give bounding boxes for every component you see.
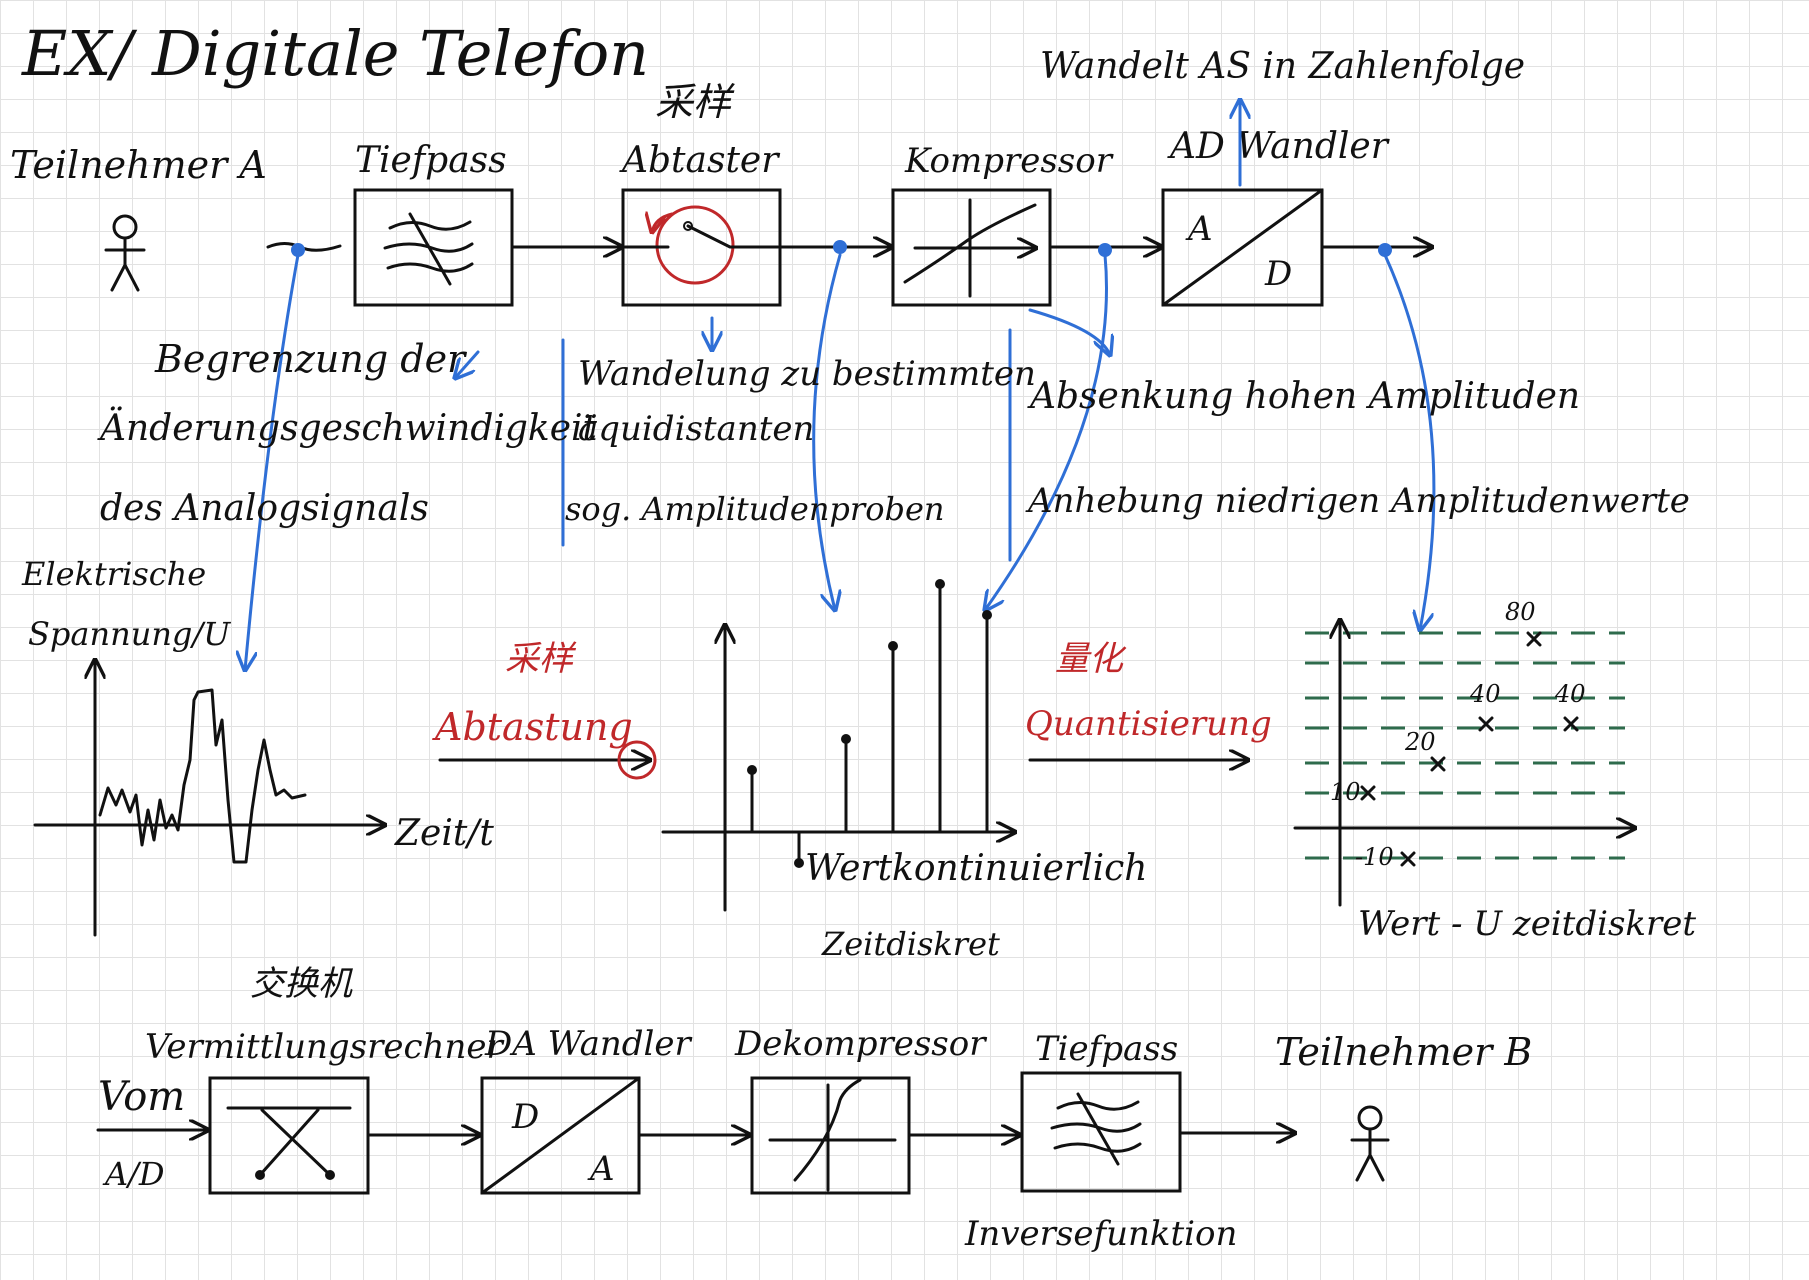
switch-block <box>208 1076 370 1195</box>
lowpass-b-label: Tiefpass <box>1035 1029 1178 1069</box>
sample-point <box>982 610 992 620</box>
person-b-icon <box>1350 1105 1390 1182</box>
subscriber-a-label: Teilnehmer A <box>10 143 267 187</box>
da-box-a: A <box>587 1149 615 1189</box>
decompressor-label: Dekompressor <box>734 1024 987 1064</box>
quant-point-marker <box>1400 851 1416 867</box>
sampler-block <box>621 188 782 307</box>
lowpass-note-line2: Änderungsgeschwindigkeit <box>97 407 598 449</box>
lowpass-note-line1: Begrenzung der <box>154 337 468 381</box>
sample-point <box>794 858 804 868</box>
signal-xlabel: Zeit/t <box>394 813 494 854</box>
quant-level-10: 10 <box>1330 778 1361 806</box>
rotation-arrow-icon <box>652 214 674 232</box>
compressor-label: Kompressor <box>904 141 1114 181</box>
lowpass-symbol-icon <box>383 212 474 286</box>
arrow-to-signal-graph <box>245 253 300 670</box>
inverse-label: Inversefunktion <box>964 1214 1237 1254</box>
decompressor-curve-icon <box>768 1078 897 1192</box>
da-converter-block: D A <box>480 1076 641 1195</box>
samples-label-2: Zeitdiskret <box>821 925 1000 963</box>
quant-level-40b: 40 <box>1554 680 1586 708</box>
compressor-curve-icon <box>903 198 1036 298</box>
sampler-note-line1: Wandelung zu bestimmten <box>578 354 1036 394</box>
ad-box-d: D <box>1264 254 1292 294</box>
quant-label: Wert - U zeitdiskret <box>1358 904 1696 944</box>
compressor-note-arrow <box>1028 308 1110 355</box>
sample-point <box>747 765 757 775</box>
sample-point <box>888 641 898 651</box>
probe-point-3 <box>1098 243 1112 257</box>
arrow-to-sample-graph-2 <box>985 253 1108 610</box>
sampler-note-line2: äquidistanten <box>578 409 814 449</box>
lowpass-block <box>353 188 514 307</box>
switch-cn-label: 交换机 <box>250 964 353 1004</box>
quant-point-marker <box>1430 756 1446 772</box>
sample-point <box>935 579 945 589</box>
probe-point-4 <box>1378 243 1392 257</box>
compressor-note-line1: Absenkung hohen Amplituden <box>1027 376 1580 417</box>
ad-box-a: A <box>1185 209 1213 249</box>
sampling-label: Abtastung <box>432 705 633 749</box>
quantization-label: Quantisierung <box>1025 704 1272 744</box>
sampler-note-line3: sog. Amplitudenproben <box>565 490 945 528</box>
decompressor-block <box>750 1076 911 1195</box>
signal-ylabel-1: Elektrische <box>21 555 206 593</box>
quant-point-marker <box>1478 716 1494 732</box>
ad-converter-block: A D <box>1161 188 1324 307</box>
lowpass-b-block <box>1020 1071 1182 1193</box>
person-a-icon <box>104 214 146 292</box>
lowpass-note-arrow <box>455 350 480 378</box>
samples-graph: Wertkontinuierlich Zeitdiskret <box>661 579 1147 963</box>
quant-point-marker <box>1563 716 1579 732</box>
quant-point-marker <box>1526 631 1542 647</box>
sampling-arrow-ring <box>617 740 657 780</box>
quant-point-marker <box>1360 785 1376 801</box>
from-label-1: Vom <box>98 1074 185 1120</box>
page-title: EX/ Digitale Telefon <box>21 17 649 90</box>
arrow-to-sample-graph <box>812 253 840 610</box>
signal-graph: Elektrische Spannung/U Zeit/t <box>21 555 494 937</box>
quant-level-20: 20 <box>1404 728 1436 756</box>
signal-ylabel-2: Spannung/U <box>28 615 231 653</box>
ad-note: Wandelt AS in Zahlenfolge <box>1040 46 1525 87</box>
quant-level-minus10: -10 <box>1355 843 1394 871</box>
compressor-block <box>891 188 1050 307</box>
sample-point <box>841 734 851 744</box>
compressor-note-line2: Anhebung niedrigen Amplitudenwerte <box>1025 481 1690 521</box>
crossbar-icon <box>226 1106 352 1177</box>
from-label-2: A/D <box>102 1155 165 1193</box>
signal-line <box>98 688 307 864</box>
subscriber-b-label: Teilnehmer B <box>1275 1030 1532 1074</box>
lowpass-label: Tiefpass <box>355 140 507 181</box>
sampling-cn-label: 采样 <box>505 639 577 679</box>
sampling-rotor-icon <box>655 205 735 285</box>
probe-point-2 <box>833 240 847 254</box>
quant-level-40a: 40 <box>1469 680 1501 708</box>
sampler-cn-label: 采样 <box>655 80 735 124</box>
lowpass-b-symbol-icon <box>1050 1092 1142 1166</box>
probe-point-1 <box>291 243 305 257</box>
quant-graph: 80 40 40 20 10 -10 Wert - U zeitdiskret <box>1293 598 1696 944</box>
da-box-d: D <box>511 1097 539 1137</box>
quantization-cn-label: 量化 <box>1055 639 1127 679</box>
arrow-to-quant-graph <box>1383 253 1436 630</box>
samples-label-1: Wertkontinuierlich <box>805 848 1147 889</box>
lowpass-note-line3: des Analogsignals <box>100 488 429 529</box>
quant-level-80: 80 <box>1505 598 1536 626</box>
switch-label: Vermittlungsrechner <box>145 1027 504 1067</box>
ad-converter-label: AD Wandler <box>1167 126 1390 167</box>
sampler-label: Abtaster <box>619 140 780 181</box>
da-converter-label: DA Wandler <box>484 1024 693 1064</box>
